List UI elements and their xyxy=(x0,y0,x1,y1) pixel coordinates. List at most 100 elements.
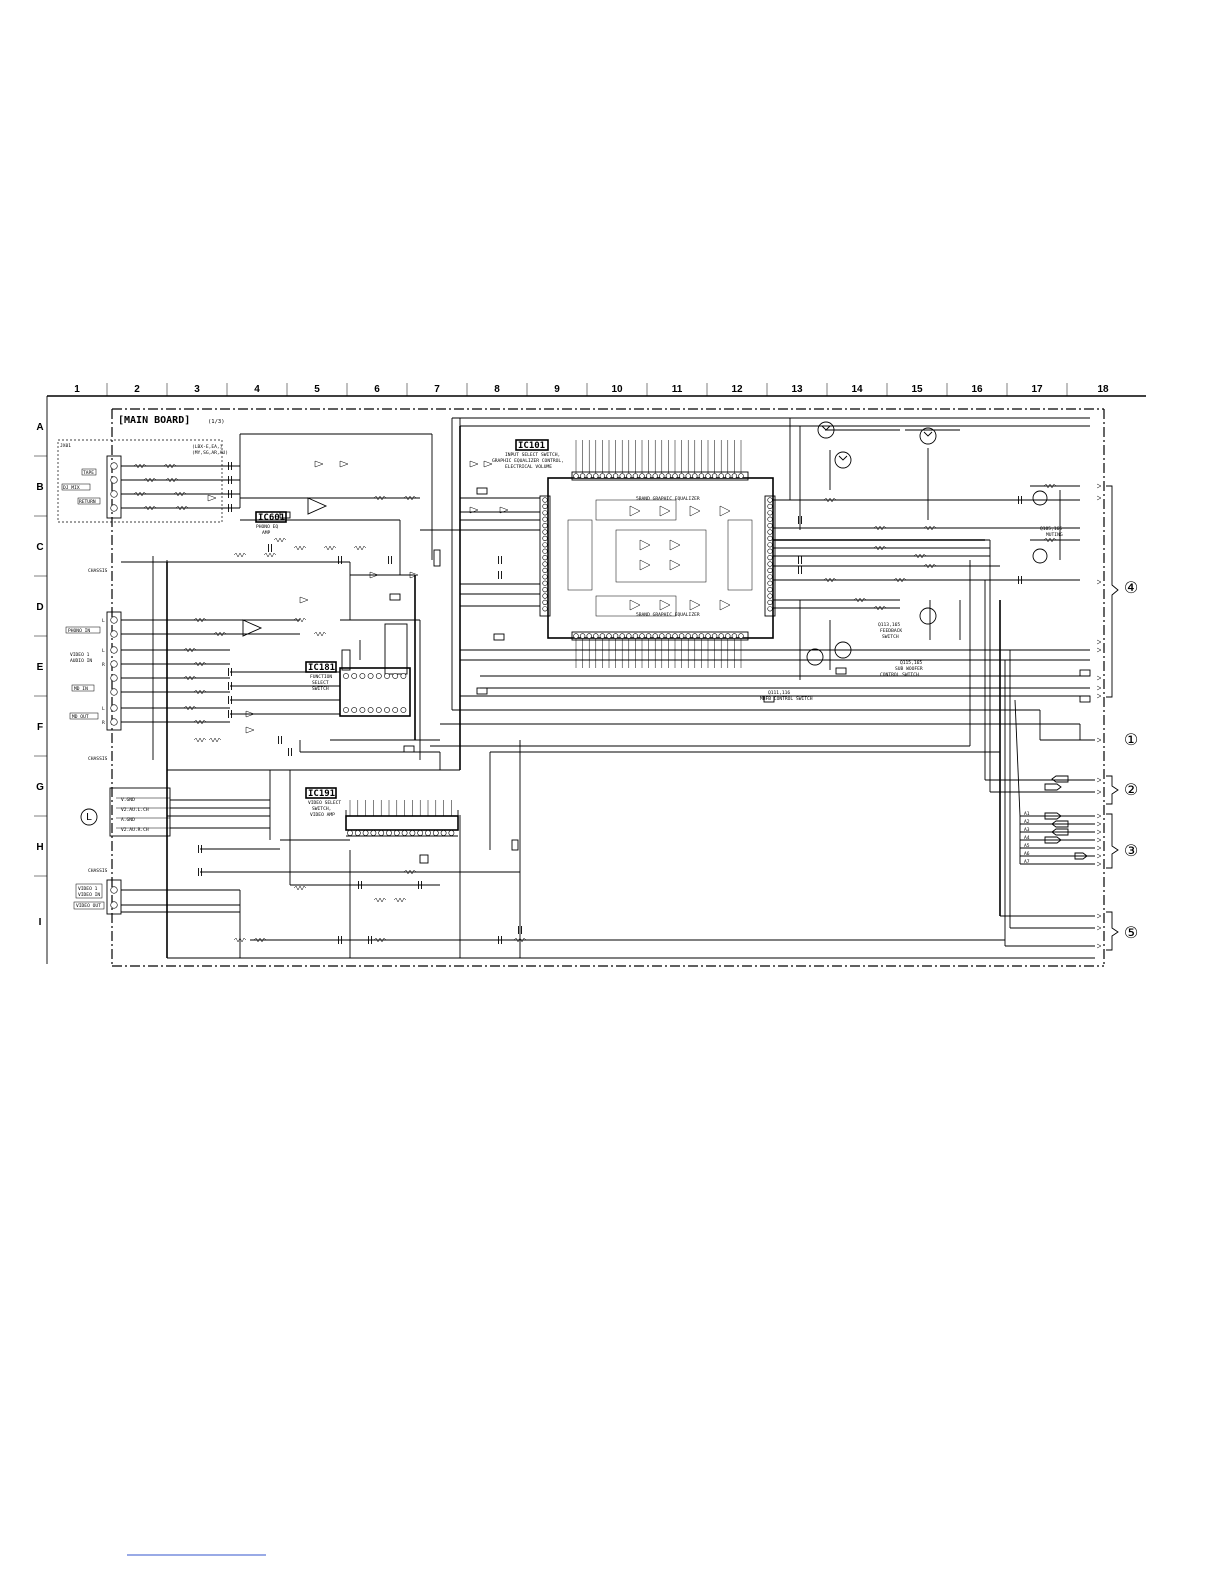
ic181-label: IC181 xyxy=(308,663,335,673)
connector-2: ② xyxy=(1124,780,1138,799)
ic101-pin xyxy=(579,473,586,479)
ic101-label-box xyxy=(515,439,549,451)
signal-arrow xyxy=(339,460,349,468)
ic101-desc-1: INPUT SELECT SWITCH, xyxy=(505,452,560,458)
ic101-pin xyxy=(725,473,731,479)
connector-5: ⑤ xyxy=(1124,923,1138,942)
ic191-pin xyxy=(425,830,431,836)
ic101-pin xyxy=(738,633,744,639)
wiring xyxy=(121,417,1095,959)
jack-phono-in-label: PHONO IN xyxy=(68,628,90,634)
resistor xyxy=(373,897,387,903)
ic101-pin xyxy=(626,473,632,479)
board-outline xyxy=(111,408,1105,967)
grid-row-a: A xyxy=(36,422,43,433)
bus-a3: A3 xyxy=(1024,827,1030,833)
grid-col-4: 4 xyxy=(254,384,260,395)
ic101-pin xyxy=(659,473,665,479)
ic181-pin xyxy=(351,673,358,679)
resistor xyxy=(1043,537,1057,543)
ic101-pin xyxy=(599,633,606,639)
resistor xyxy=(208,737,222,743)
signal-arrow xyxy=(499,506,509,514)
jack-md-out-label: MD OUT xyxy=(72,714,89,720)
ic181-pin xyxy=(343,707,349,713)
ic191-pin xyxy=(409,830,416,836)
model-note-1: (LBX-E,EA,) xyxy=(192,444,222,450)
resistor xyxy=(143,477,157,483)
grid-row-g: G xyxy=(36,782,44,793)
ic181-pin xyxy=(367,707,374,713)
ic101-pin xyxy=(767,599,773,606)
ic601-desc-1: PHONO EQ xyxy=(256,524,278,530)
ic101-pin xyxy=(606,633,612,639)
ic101-pin xyxy=(542,574,548,580)
ic101-pin xyxy=(612,633,619,639)
q113-label-2: FEEDBACK xyxy=(880,628,902,634)
resistor xyxy=(873,605,887,611)
resistor xyxy=(373,937,387,943)
ic101-pins xyxy=(542,440,773,668)
ic191-pin xyxy=(417,830,424,836)
signal-arrow xyxy=(299,596,309,604)
grid-col-17: 17 xyxy=(1031,384,1043,395)
grid-row-b: B xyxy=(36,482,43,493)
ic101-pin xyxy=(731,633,738,639)
circled-connectors: ④ ① ② ③ ⑤ xyxy=(1124,578,1138,942)
grid-row-labels: A B C D E F G H I xyxy=(36,422,44,928)
grid-frame xyxy=(34,383,1146,964)
resistor xyxy=(403,495,417,501)
resistor xyxy=(353,545,367,551)
ic101-desc-2: GRAPHIC EQUALIZER CONTROL, xyxy=(492,458,564,464)
q115-label-3: CONTROL SWITCH xyxy=(880,672,919,678)
model-note-2: (MY,SG,AR,AU) xyxy=(192,450,228,456)
ic101-pin xyxy=(599,473,606,479)
bus-a7: A7 xyxy=(1024,859,1030,865)
ic191-pin xyxy=(401,830,408,836)
grid-col-12: 12 xyxy=(731,384,743,395)
ic101-pin xyxy=(542,548,548,554)
resistor xyxy=(293,885,307,891)
bus-arrow-shapes xyxy=(1044,775,1088,860)
chassis-label-2: CHASSIS xyxy=(88,756,108,762)
ic101-pin xyxy=(612,473,619,479)
ic101-pin xyxy=(767,497,773,503)
resistor xyxy=(823,497,837,503)
ic101-pin xyxy=(705,633,711,639)
ic101-pin xyxy=(542,542,548,548)
ic101-pin xyxy=(767,542,773,548)
chassis-label-1: CHASSIS xyxy=(88,568,108,574)
q111-label-2: MBFB CONTROL SWITCH xyxy=(760,696,813,702)
jack-l-tag-3: L xyxy=(102,706,105,712)
ic101-pin xyxy=(767,516,773,522)
ic101-pin xyxy=(652,473,658,479)
resistor xyxy=(133,463,147,469)
ic101-pin xyxy=(652,633,658,639)
resistor xyxy=(193,617,207,623)
ic101-label: IC101 xyxy=(518,441,545,451)
l-marker: L xyxy=(86,812,92,823)
ic191-pin xyxy=(347,830,353,836)
resistor xyxy=(323,545,337,551)
right-braces xyxy=(1106,485,1119,951)
grid-col-7: 7 xyxy=(434,384,440,395)
jack-l-tag: L xyxy=(102,618,105,624)
resistor xyxy=(823,577,837,583)
ic101-pin xyxy=(645,633,652,639)
grid-col-2: 2 xyxy=(134,384,140,395)
ic101-pin xyxy=(665,633,672,639)
resistor xyxy=(213,631,227,637)
ic101-pin xyxy=(692,473,698,479)
ic101-pin xyxy=(619,473,625,479)
ic181-desc-1: FUNCTION xyxy=(310,674,332,680)
resistor xyxy=(183,705,197,711)
jack-r-tag-2: R xyxy=(102,720,105,726)
ic101-pin xyxy=(619,633,625,639)
transistors xyxy=(806,421,1048,666)
resistor xyxy=(913,553,927,559)
q105-label-2: MUTING xyxy=(1046,532,1063,538)
grid-col-18: 18 xyxy=(1097,384,1109,395)
ic181-pin xyxy=(392,673,399,679)
resistor xyxy=(175,505,189,511)
